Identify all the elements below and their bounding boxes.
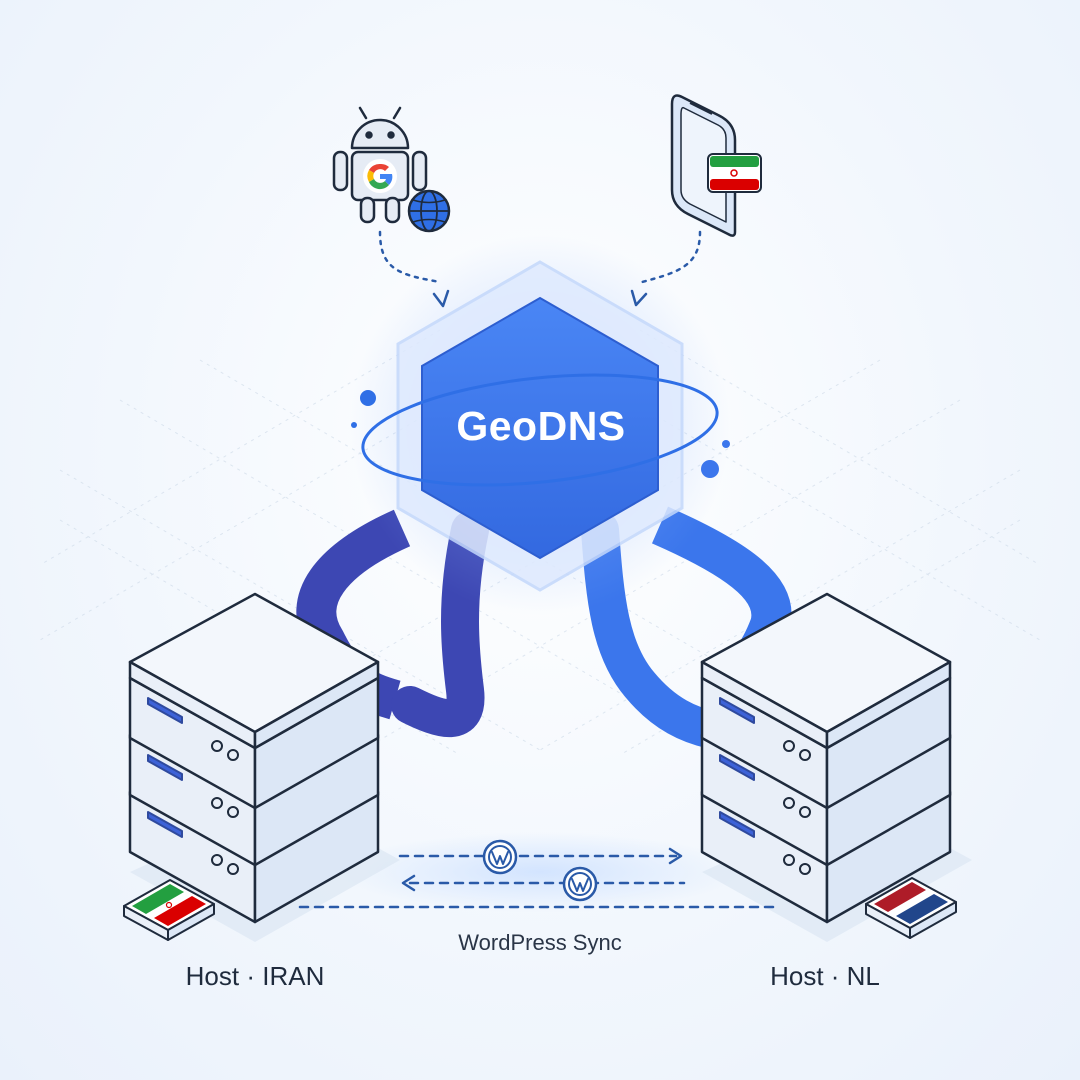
arrow-head [432, 289, 450, 308]
geodns-hub-label: GeoDNS [456, 403, 626, 449]
globe-icon [407, 189, 451, 233]
iran-flag-icon [707, 153, 762, 193]
iran-flag-icon [123, 879, 215, 941]
orbit-dot [360, 390, 376, 406]
wordpress-sync-arrows [298, 847, 782, 909]
arrow-head [630, 289, 648, 307]
iran-host-label: Host · IRAN [185, 961, 325, 991]
smartphone-icon [670, 94, 737, 237]
google-g-icon [363, 159, 397, 193]
sync-glow [340, 832, 740, 912]
android-robot-icon [332, 106, 428, 224]
geodns-hub[interactable] [421, 296, 659, 560]
wordpress-sync-label: WordPress Sync [458, 930, 622, 955]
orbit-dot [351, 422, 357, 428]
nl-host-label: Host · NL [770, 961, 880, 991]
wordpress-icon [482, 839, 518, 875]
wordpress-icon [562, 866, 598, 902]
netherlands-flag-icon [865, 877, 957, 939]
orbit-dot [701, 460, 719, 478]
orbit-dot [722, 440, 730, 448]
android-google-client[interactable] [332, 106, 451, 233]
hub-orbit-ring [361, 373, 719, 487]
android-to-hub-arrow [378, 230, 442, 284]
mobile-phone-iran-client[interactable] [670, 94, 762, 237]
phone-to-hub-arrow [640, 230, 702, 284]
